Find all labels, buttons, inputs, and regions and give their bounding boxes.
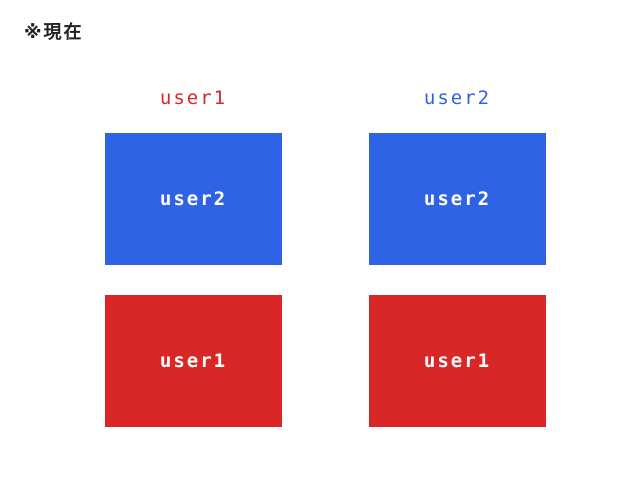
column-label-left: user1 <box>159 87 228 109</box>
box-label: user2 <box>423 188 492 210</box>
box-label: user2 <box>159 188 228 210</box>
right-bottom-box: user1 <box>369 295 546 427</box>
page-title: ※現在 <box>24 22 84 43</box>
left-top-box: user2 <box>105 133 282 265</box>
column-label-right: user2 <box>423 87 492 109</box>
box-label: user1 <box>423 350 492 372</box>
box-label: user1 <box>159 350 228 372</box>
right-top-box: user2 <box>369 133 546 265</box>
left-bottom-box: user1 <box>105 295 282 427</box>
